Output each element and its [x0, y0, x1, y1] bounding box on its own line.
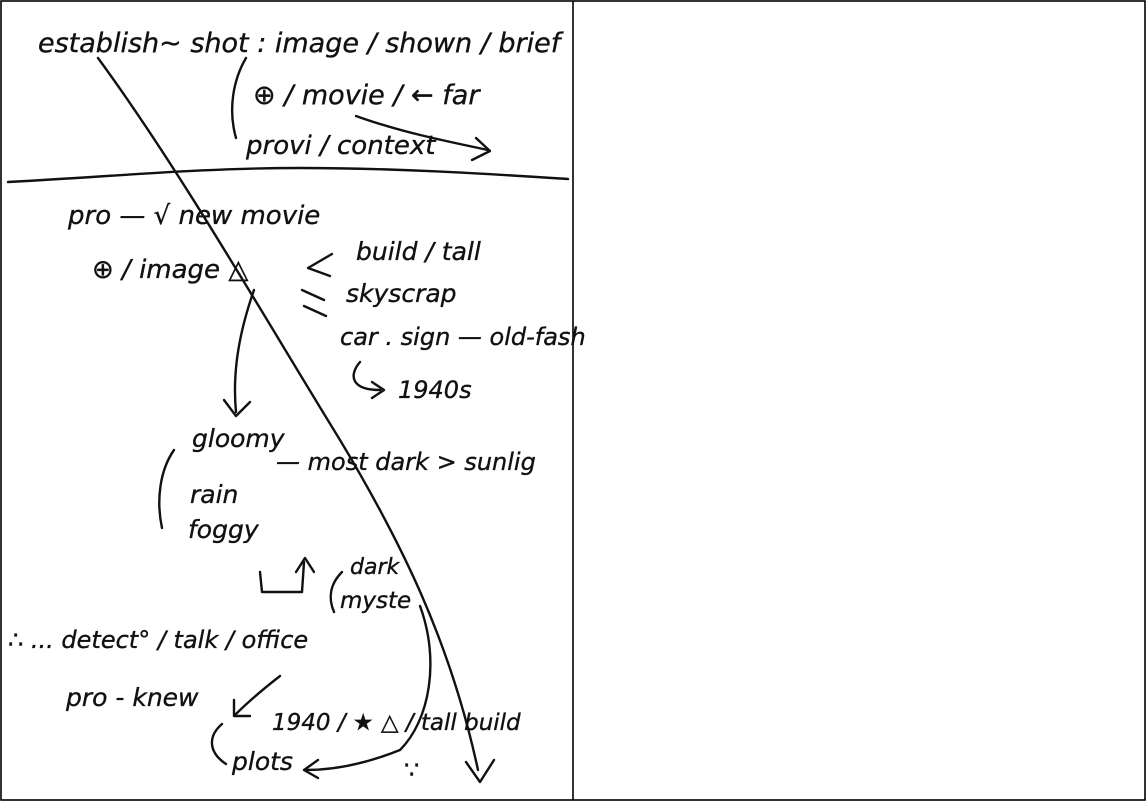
setting-line-2: ⊕ / image △ — [92, 255, 248, 285]
loop-arrow-head — [294, 556, 316, 574]
context-arrow-head — [470, 136, 492, 162]
plot-pro: pro - knew — [65, 683, 199, 712]
header-line-2: ⊕ / movie / ← far — [253, 80, 481, 111]
diagonal-arrow-head — [464, 758, 496, 784]
plots-bracket — [210, 722, 228, 766]
plot-info: 1940 / ★ △ / tall build — [272, 710, 521, 736]
mood-dark: dark — [350, 555, 400, 580]
section-divider-line — [6, 166, 570, 184]
detail-bracket-3 — [302, 304, 328, 318]
mystery-arrow — [304, 604, 432, 772]
era-arrow — [352, 360, 382, 392]
loop-arrow — [258, 560, 306, 594]
image-down-arrow — [233, 288, 256, 414]
mood-gloomy: gloomy — [192, 424, 286, 453]
plot-detective: ∴ ... detect° / talk / office — [8, 626, 308, 654]
context-arrow — [354, 114, 490, 152]
mood-myste: myste — [340, 588, 411, 614]
setting-detail-4: 1940s — [398, 376, 472, 404]
setting-detail-3: car . sign — old-fash — [340, 323, 586, 351]
plot-because: ∵ — [404, 756, 419, 784]
mood-rain: rain — [190, 480, 238, 509]
dark-bracket — [329, 570, 344, 614]
mood-foggy: foggy — [188, 515, 260, 544]
header-line-1: establish~ shot : image / shown / brief — [38, 28, 564, 59]
setting-line-1: pro — √ new movie — [67, 201, 320, 231]
mood-contrast: — most dark > sunlig — [276, 448, 536, 476]
knew-arrow — [234, 674, 282, 716]
mystery-arrow-head — [302, 758, 320, 780]
setting-detail-2: skyscrap — [346, 279, 457, 308]
knew-arrow-head — [232, 698, 252, 718]
era-arrow-head — [370, 380, 386, 400]
detail-bracket-1 — [306, 252, 334, 278]
mood-bracket — [158, 448, 176, 530]
setting-detail-1: build / tall — [356, 237, 481, 266]
header-line-3: provi / context — [245, 131, 436, 161]
image-down-arrow-head — [222, 398, 252, 418]
plot-plots: plots — [231, 747, 293, 776]
header-bracket — [230, 56, 248, 140]
detail-bracket-2 — [300, 288, 326, 302]
diagonal-line — [96, 56, 480, 772]
